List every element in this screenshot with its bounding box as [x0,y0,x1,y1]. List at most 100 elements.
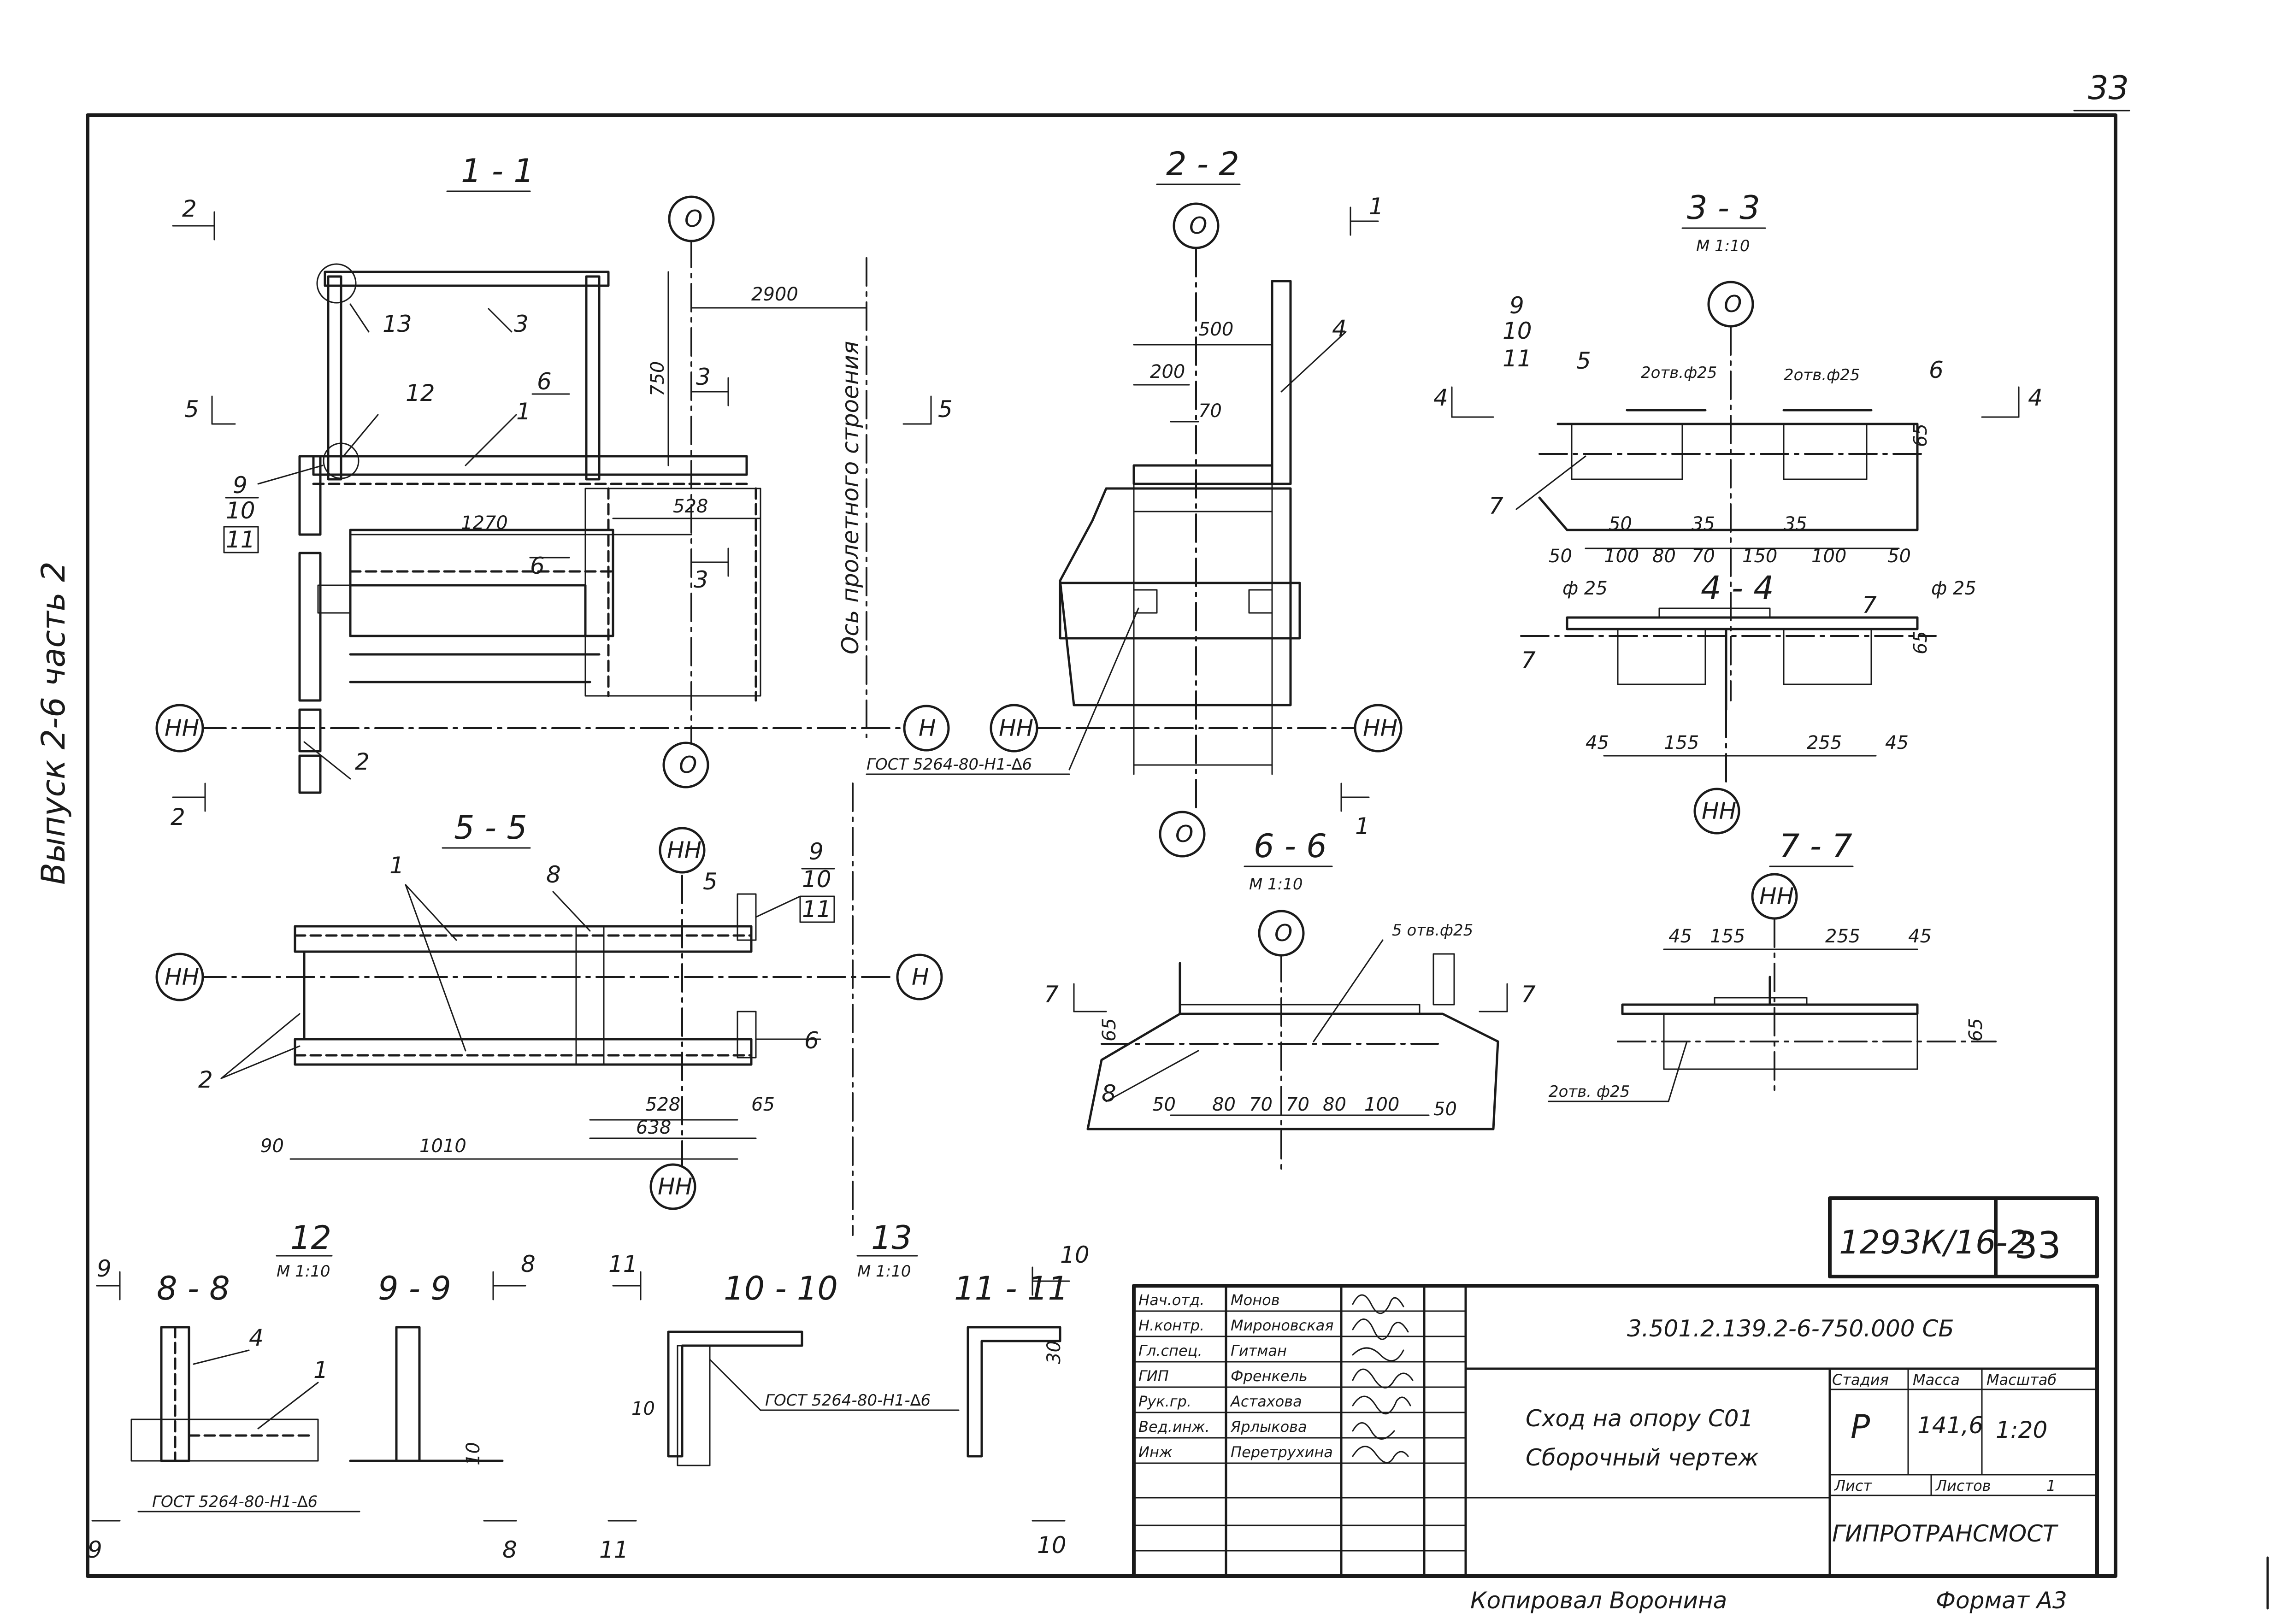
svg-text:200: 200 [1150,361,1185,382]
svg-text:141,6: 141,6 [1917,1412,1983,1439]
details-12: 12 М 1:10 8 - 8 4 1 ГОСТ 5264-80-Н1-∆6 9… [88,1219,536,1563]
svg-text:1: 1 [516,398,531,425]
signature [1352,1422,1395,1440]
svg-text:65: 65 [751,1094,775,1115]
node-13 [316,263,357,304]
svg-text:Ярлыкова: Ярлыкова [1230,1418,1307,1436]
svg-text:О: О [1724,291,1742,318]
signature [1352,1347,1404,1362]
svg-text:35: 35 [1784,513,1807,535]
svg-text:9: 9 [88,1536,102,1563]
signature [1352,1395,1411,1415]
gost-note-10-10: ГОСТ 5264-80-Н1-∆6 [765,1391,931,1410]
svg-text:45: 45 [1908,926,1932,947]
signature [1352,1368,1414,1389]
svg-text:750: 750 [647,361,668,396]
section-2-2: 2 - 2 О О 500 200 70 4 ГОСТ 5264-80-Н1-∆… [866,145,1403,858]
svg-text:2: 2 [182,195,197,222]
page-number: 33 [2088,69,2129,107]
svg-text:5: 5 [703,868,718,895]
svg-text:ГИП: ГИП [1138,1367,1169,1385]
svg-text:О: О [684,206,702,232]
roles-table: Нач.отд. Монов Н.контр. Мироновская Гл.с… [1133,1291,1467,1552]
section-5-5: 5 - 5 НН НН НН Н 1 2 8 5 6 9 10 11 [155,809,943,1210]
section-title-1-1: 1 - 1 [461,152,534,190]
svg-text:5: 5 [1576,347,1591,374]
svg-text:М 1:10: М 1:10 [1696,237,1750,255]
svg-text:150: 150 [1742,546,1777,567]
svg-text:1:20: 1:20 [1996,1417,2047,1443]
svg-text:2отв. ф25: 2отв. ф25 [1549,1083,1630,1101]
svg-text:12: 12 [406,380,435,406]
svg-text:Нач.отд.: Нач.отд. [1138,1291,1204,1309]
section-4-4: 4 - 4 ф 25 ф 25 7 7 45 155 255 45 65 НН [1520,569,1976,835]
svg-text:НН: НН [999,715,1033,741]
svg-text:6: 6 [1929,357,1944,383]
svg-text:1: 1 [389,852,404,879]
svg-text:9: 9 [97,1255,112,1282]
svg-text:НН: НН [165,715,199,741]
svg-text:9: 9 [1509,292,1524,319]
svg-text:70: 70 [1198,400,1222,422]
svg-text:НН: НН [1363,715,1397,741]
svg-text:8: 8 [546,861,561,888]
svg-text:1: 1 [1355,813,1370,840]
svg-text:255: 255 [1825,926,1860,947]
format-label: Формат А3 [1936,1587,2067,1614]
section-7-7: 7 - 7 НН 45 155 255 45 65 2отв. ф25 [1548,827,1997,1102]
svg-text:155: 155 [1664,732,1699,753]
axis-nn-marker [155,704,204,753]
svg-text:5: 5 [184,396,199,423]
svg-text:ф 25: ф 25 [1931,578,1976,599]
svg-text:Р: Р [1851,1408,1870,1446]
svg-text:М 1:10: М 1:10 [857,1262,911,1281]
svg-text:11: 11 [1503,345,1532,372]
svg-text:528: 528 [645,1094,680,1115]
svg-text:9: 9 [233,472,248,499]
svg-text:65: 65 [1910,424,1931,447]
svg-text:13: 13 [871,1219,912,1257]
svg-text:1: 1 [1369,193,1384,220]
sheet-frame [86,113,2117,1578]
svg-text:Гл.спец.: Гл.спец. [1138,1342,1202,1359]
svg-text:Гитман: Гитман [1231,1342,1287,1359]
svg-text:Н.контр.: Н.контр. [1138,1317,1204,1334]
side-label: Выпуск 2-6 часть 2 [35,561,72,885]
section-title-3-3: 3 - 3 [1687,189,1760,227]
svg-text:7: 7 [1489,493,1503,519]
signature [1352,1446,1409,1464]
doc-code: 1293К/16-2 [1839,1224,2028,1261]
svg-text:155: 155 [1710,926,1745,947]
organization: ГИПРОТРАНСМОСТ [1832,1520,2058,1547]
svg-text:10: 10 [463,1442,484,1465]
svg-text:Инж: Инж [1138,1443,1173,1461]
svg-text:100: 100 [1364,1094,1399,1115]
svg-text:О: О [1274,920,1292,947]
svg-text:Монов: Монов [1231,1291,1280,1309]
section-title-10-10: 10 - 10 [724,1270,838,1307]
svg-text:100: 100 [1811,546,1846,567]
svg-text:Вед.инж.: Вед.инж. [1138,1418,1210,1436]
section-title-5-5: 5 - 5 [454,809,527,847]
svg-text:1010: 1010 [419,1136,466,1157]
svg-text:50: 50 [1609,513,1632,535]
svg-text:НН: НН [667,837,701,864]
svg-text:М 1:10: М 1:10 [277,1262,330,1281]
svg-text:6: 6 [530,553,545,579]
signature [1352,1318,1409,1340]
section-title-9-9: 9 - 9 [378,1270,451,1307]
svg-text:11: 11 [226,526,255,553]
section-title-7-7: 7 - 7 [1779,827,1852,865]
svg-text:50: 50 [1549,546,1572,567]
svg-text:2отв.ф25: 2отв.ф25 [1784,366,1860,384]
svg-text:Масштаб: Масштаб [1986,1371,2057,1389]
svg-text:13: 13 [383,311,412,337]
svg-text:2900: 2900 [751,284,798,305]
svg-text:4: 4 [249,1324,264,1351]
svg-text:Масса: Масса [1913,1371,1960,1389]
svg-text:65: 65 [1910,631,1931,654]
svg-text:90: 90 [260,1136,284,1157]
svg-text:10: 10 [802,866,831,893]
svg-text:НН: НН [658,1173,692,1200]
section-6-6: 6 - 6 М 1:10 О 5 отв.ф25 8 50 80 70 70 8… [1044,827,1536,1171]
